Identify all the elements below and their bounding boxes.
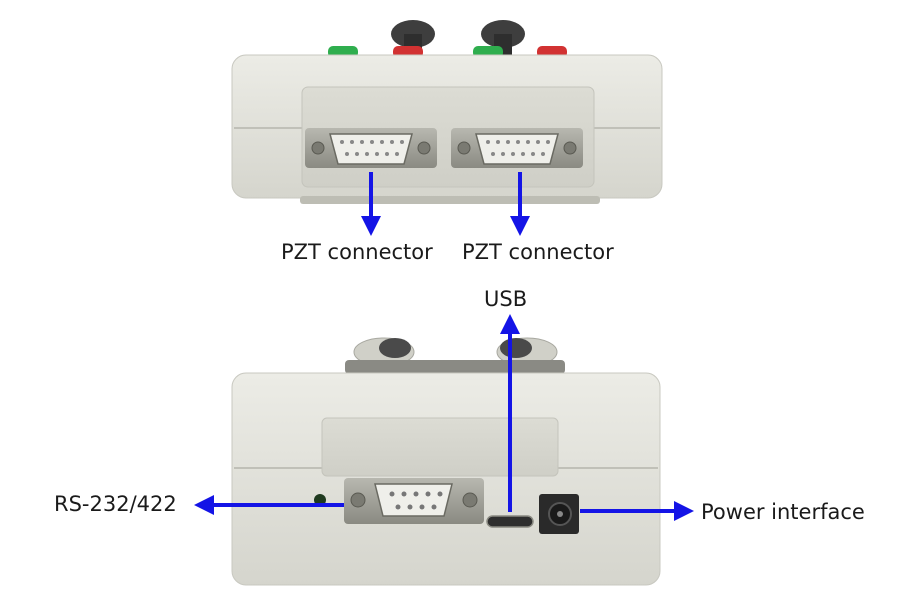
arrow-rs232 xyxy=(194,495,344,515)
pzt-connector-right-label: PZT connector xyxy=(462,240,614,264)
top-housing-base-shadow xyxy=(300,196,600,204)
bottom-device-image xyxy=(231,337,661,586)
pzt-connector-left-port xyxy=(305,128,437,168)
usb-port xyxy=(486,515,534,528)
arrow-pzt-left xyxy=(361,172,381,236)
arrow-power xyxy=(580,501,694,521)
pzt-connector-right-port xyxy=(451,128,583,168)
usb-label: USB xyxy=(484,287,528,311)
arrow-pzt-right xyxy=(510,172,530,236)
bottom-top-strip xyxy=(345,360,565,374)
rs232-label: RS-232/422 xyxy=(54,492,177,516)
knob-right-dark xyxy=(500,338,532,358)
rs232-port xyxy=(344,478,484,524)
knob-left-dark xyxy=(379,338,411,358)
bottom-connector-panel xyxy=(321,417,559,477)
power-jack xyxy=(539,494,579,534)
pzt-connector-left-label: PZT connector xyxy=(281,240,433,264)
top-device-image xyxy=(231,20,663,204)
power-interface-label: Power interface xyxy=(701,500,865,524)
arrow-usb xyxy=(500,314,520,512)
